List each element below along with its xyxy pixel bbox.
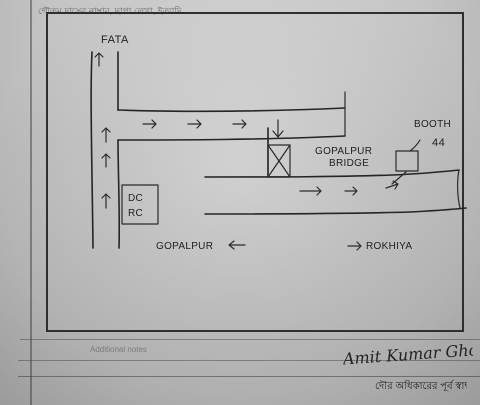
label-booth: BOOTH [414, 119, 451, 130]
form-line-top [20, 339, 480, 340]
middle-road-top-line [204, 169, 460, 178]
label-fata: FATA [101, 34, 129, 46]
middle-road-bottom-line [204, 207, 467, 215]
bridge-pointer [272, 119, 284, 138]
faint-form-text: Additional notes [90, 345, 147, 354]
label-dc: DC [128, 193, 143, 204]
header-strip: গৌতম দাসের নাম্বার, ছাপা লেখা, ইত্যাদি [38, 6, 182, 16]
label-bridge-bottom: BRIDGE [329, 158, 369, 169]
flow-arrow-top-1 [142, 119, 157, 129]
booth-box [395, 150, 419, 172]
flow-arrow-middle-3 [385, 180, 399, 190]
upper-road-top-line [117, 107, 346, 113]
label-booth-number: 44 [432, 137, 445, 149]
bottom-left-arrow [228, 240, 246, 250]
flow-arrow-top-2 [187, 119, 202, 129]
top-left-up-arrow [94, 52, 104, 67]
label-rc: RC [128, 208, 143, 219]
form-line-middle [18, 360, 480, 361]
label-gopalpur: GOPALPUR [156, 241, 213, 252]
right-road-end [457, 169, 461, 209]
upper-road-bottom-line [117, 135, 346, 141]
left-road-outer-line [90, 51, 94, 249]
up-arrow-3 [101, 193, 111, 209]
bottom-right-arrow [347, 241, 362, 251]
label-rokhiya: ROKHIYA [366, 241, 412, 252]
sketch-frame [46, 12, 464, 332]
left-margin-line [30, 0, 32, 405]
bridge-cross-2 [267, 144, 291, 178]
up-arrow-1 [101, 127, 111, 143]
label-bridge-top: GOPALPUR [315, 146, 372, 157]
flow-arrow-middle-2 [344, 186, 358, 196]
booth-connector [409, 139, 421, 152]
footer-stamp: দৌর অধিকারের পূর্ব স্বাক্ষর [375, 381, 467, 392]
lower-left-road-line [117, 139, 121, 249]
flow-arrow-middle-1 [299, 186, 322, 196]
form-line-bottom [18, 376, 480, 377]
up-arrow-2 [101, 153, 111, 168]
flow-arrow-top-3 [232, 119, 247, 129]
office-box [121, 184, 159, 225]
